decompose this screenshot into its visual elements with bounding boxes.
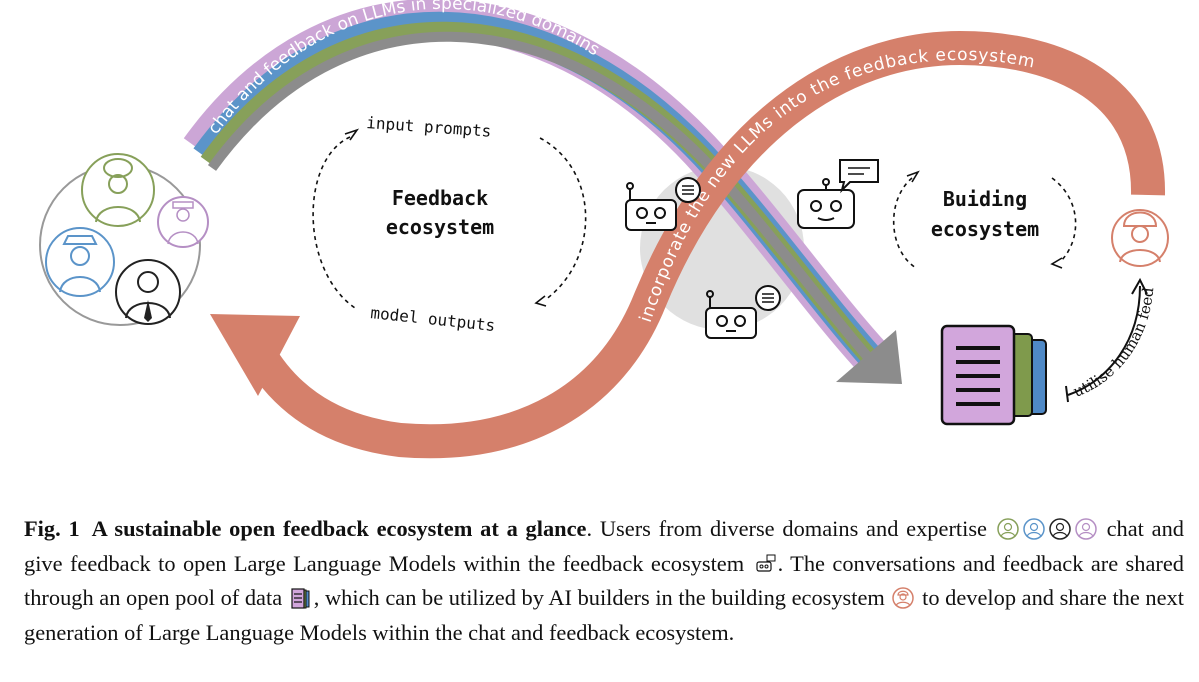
pilot-icon <box>45 227 115 297</box>
captain-icon <box>1075 518 1097 540</box>
figure-title: A sustainable open feedback ecosystem at… <box>91 516 587 541</box>
figure-caption: Fig. 1 A sustainable open feedback ecosys… <box>24 512 1184 650</box>
chef-icon <box>81 153 155 227</box>
input-prompts-label: input prompts <box>366 113 492 141</box>
feedback-ecosystem-title-line2: ecosystem <box>386 215 494 239</box>
rainbow-band <box>183 0 902 384</box>
robot-icon <box>797 159 879 229</box>
caption-text-5: to develop and share the next generation… <box>24 585 1184 645</box>
worker-icon <box>1111 209 1169 267</box>
caption-text-2: chat and give feedback to open Large Lan… <box>24 516 1184 576</box>
pilot-icon <box>1023 518 1045 540</box>
feedback-loop <box>312 128 587 309</box>
model-outputs-label: model outputs <box>370 303 497 335</box>
diagram: chat and feedback on LLMs in specialized… <box>3 0 1169 459</box>
caption-text-4: , which can be utilized by AI builders i… <box>313 585 885 610</box>
utilise-arrow <box>1065 277 1148 403</box>
users-circle <box>39 153 209 326</box>
building-ecosystem-title-line1: Buiding <box>943 187 1027 211</box>
chef-icon <box>997 518 1019 540</box>
feedback-ecosystem-title-line1: Feedback <box>392 186 488 210</box>
robot-icon <box>754 553 776 575</box>
caption-text-3: . The conversations and feedback are sha… <box>24 550 1184 611</box>
document-stack-icon <box>290 587 312 609</box>
document-stack-icon <box>940 324 1047 426</box>
building-ecosystem-title-line2: ecosystem <box>931 217 1039 241</box>
salmon-arrowhead <box>210 314 300 396</box>
figure-label: Fig. 1 <box>24 516 80 541</box>
rainbow-arrowhead <box>836 330 902 384</box>
businessman-icon <box>1049 518 1071 540</box>
robot-icon <box>705 285 781 339</box>
caption-text-1: . Users from diverse domains and experti… <box>586 516 988 541</box>
captain-icon <box>157 196 209 248</box>
building-loop <box>892 170 1077 269</box>
businessman-icon <box>115 259 181 325</box>
salmon-band <box>210 30 1166 459</box>
worker-icon <box>892 587 915 609</box>
robot-icon <box>625 177 701 231</box>
